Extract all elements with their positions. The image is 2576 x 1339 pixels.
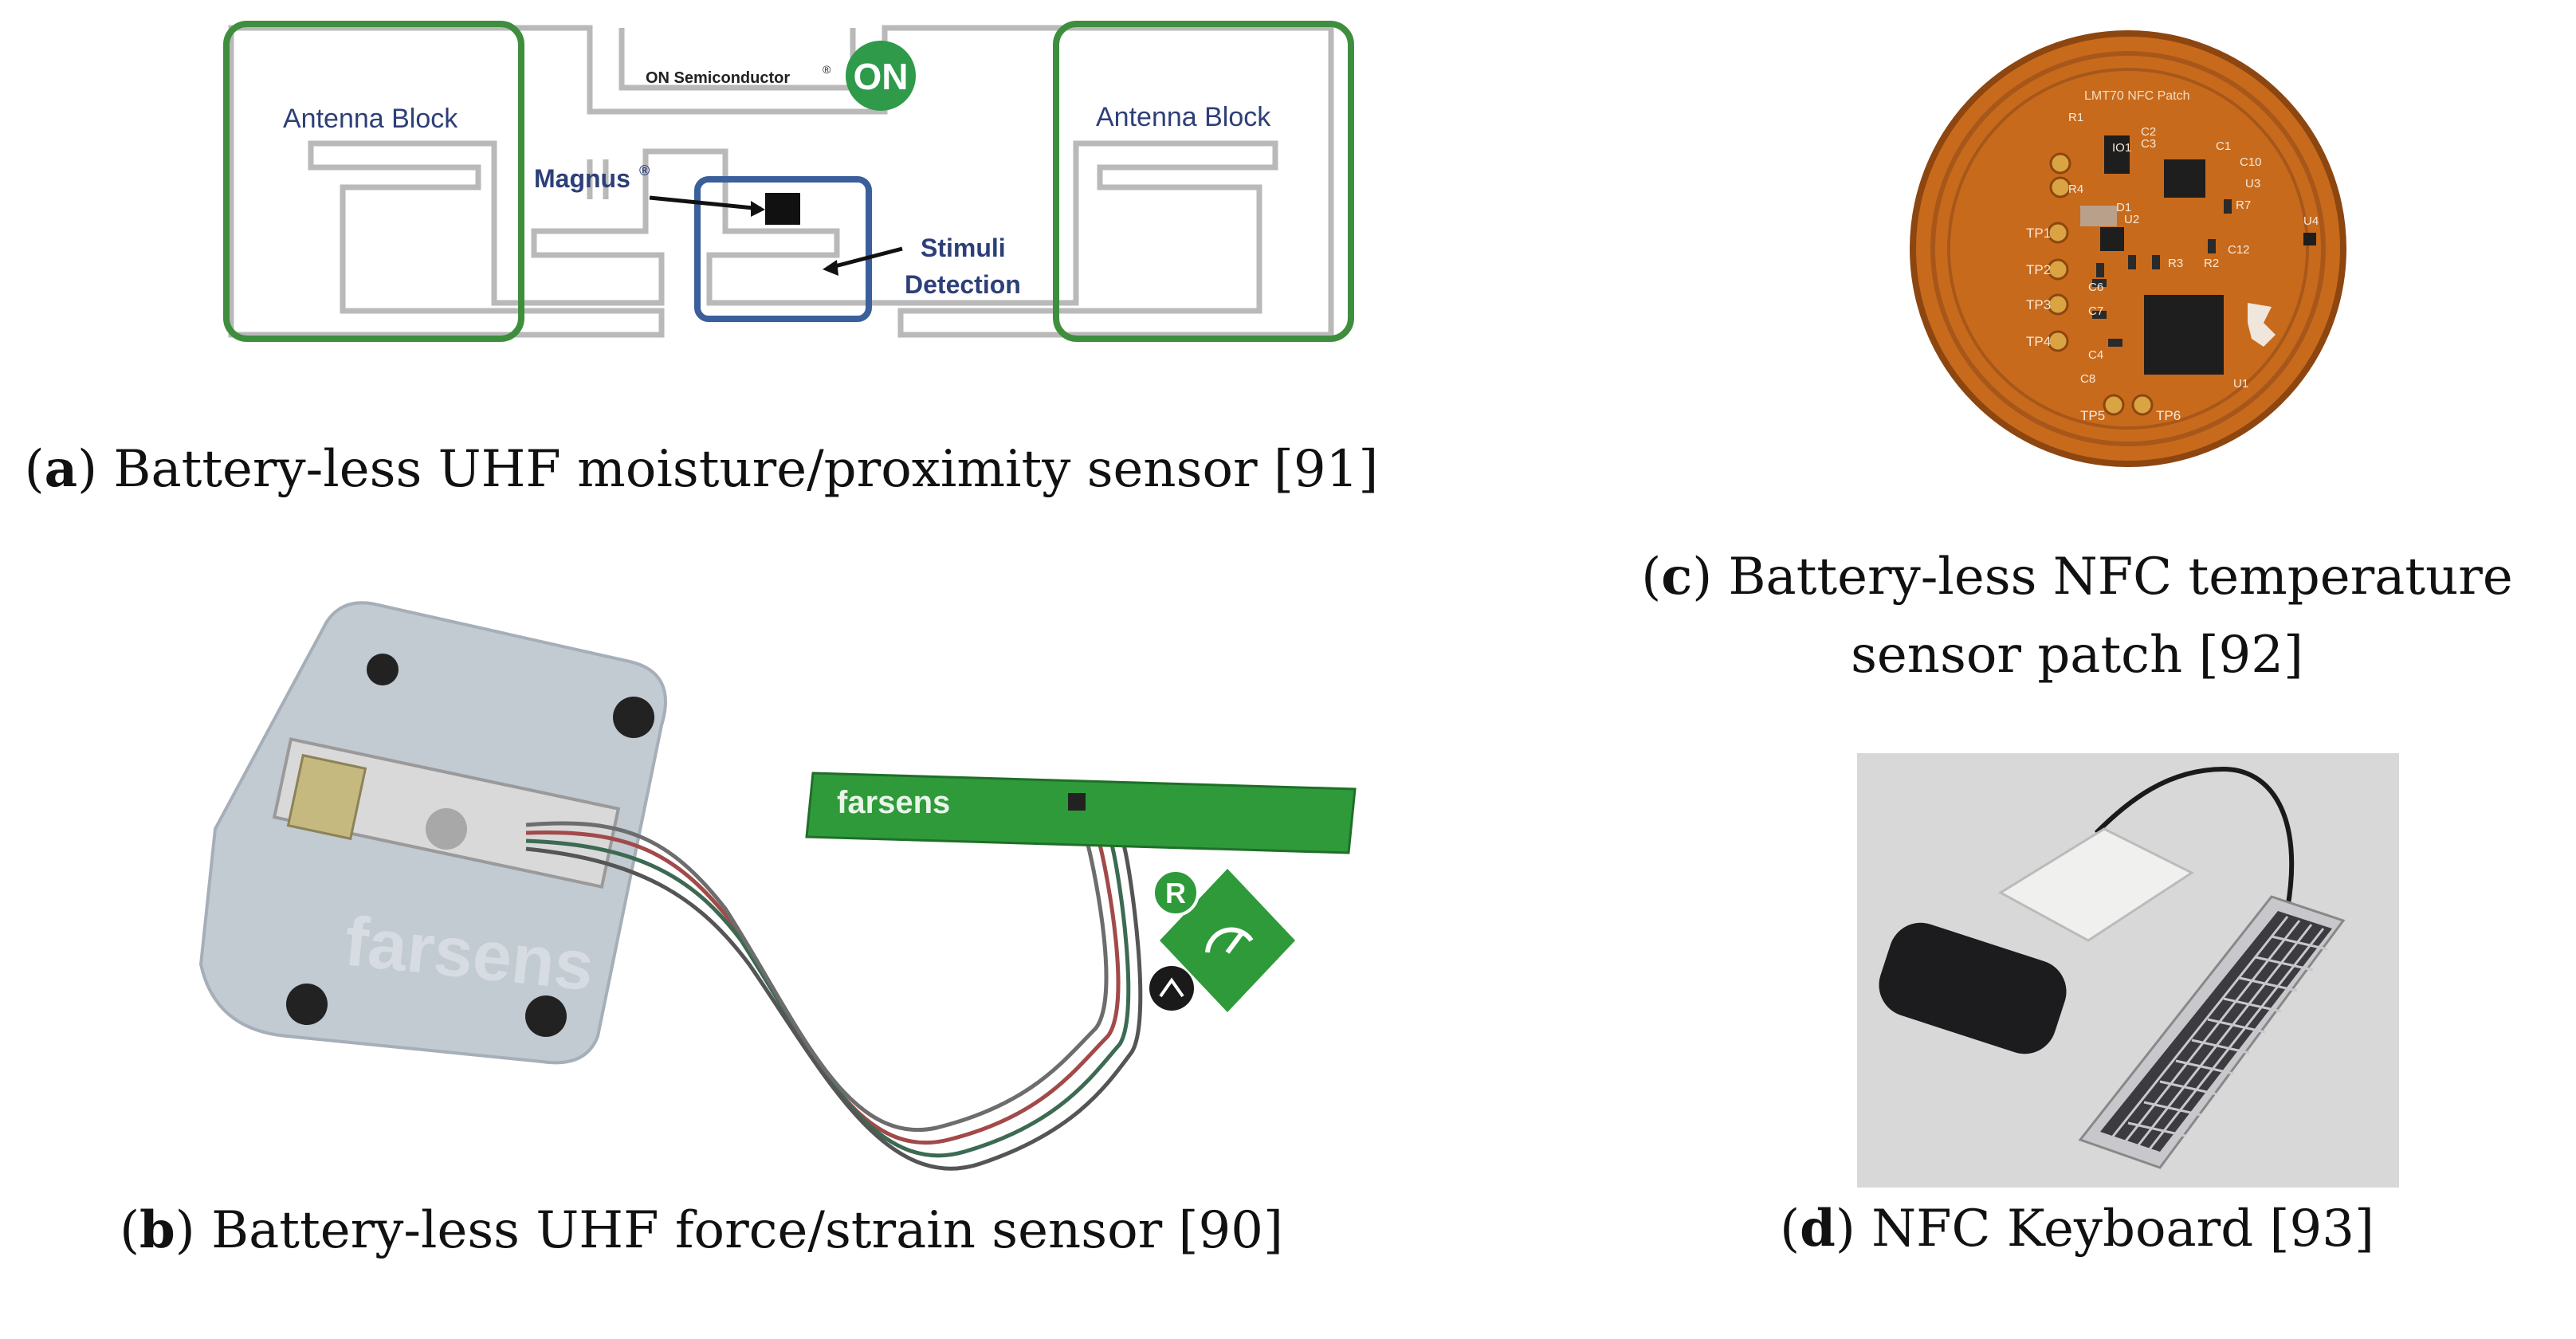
designator-c7: C7 bbox=[2088, 304, 2103, 318]
caption-c-text-line1: Battery-less NFC temperature bbox=[1728, 548, 2513, 607]
caption-d: (d) NFC Keyboard [93] bbox=[1780, 1199, 2374, 1259]
chip-io1 bbox=[2104, 135, 2130, 174]
designator-u1: U1 bbox=[2233, 377, 2248, 391]
on-semiconductor-registered-mark: ® bbox=[823, 63, 831, 76]
caption-c-line1: (c) Battery-less NFC temperature bbox=[1641, 547, 2513, 607]
nfc-patch-pcb bbox=[1913, 33, 2343, 464]
caption-c-line2: sensor patch [92] bbox=[1578, 620, 2576, 690]
tp6-label: TP6 bbox=[2156, 408, 2181, 423]
rubber-foot bbox=[367, 654, 399, 685]
stimuli-detection-box bbox=[694, 176, 872, 322]
logo-r-icon bbox=[1152, 869, 1200, 917]
rubber-foot bbox=[525, 995, 567, 1037]
stimuli-label: Stimuli bbox=[921, 234, 1006, 262]
board-brand-label: farsens bbox=[837, 785, 950, 820]
caption-d-letter: d bbox=[1800, 1199, 1836, 1259]
keyboard-key-grid bbox=[2111, 916, 2328, 1151]
patch-title: LMT70 NFC Patch bbox=[2084, 89, 2189, 103]
caption-b: (b) Battery-less UHF force/strain sensor… bbox=[120, 1200, 1283, 1260]
antenna-block-left-outline bbox=[223, 21, 524, 342]
rubber-foot bbox=[286, 984, 328, 1025]
figure-a-uhf-moisture-sensor-diagram: ON ON Semiconductor ® Antenna Block Ante… bbox=[215, 16, 1355, 359]
designator-c4: C4 bbox=[2088, 348, 2103, 362]
caption-a-text: Battery-less UHF moisture/proximity sens… bbox=[113, 440, 1379, 499]
chip-u1 bbox=[2144, 295, 2224, 375]
designator-c6: C6 bbox=[2088, 281, 2103, 294]
designator-c2: C2 bbox=[2141, 125, 2156, 139]
magnus-chip bbox=[765, 193, 800, 225]
magnus-registered-mark: ® bbox=[639, 163, 650, 179]
designator-r3: R3 bbox=[2168, 257, 2183, 270]
caption-c-letter: c bbox=[1661, 547, 1693, 607]
detection-label: Detection bbox=[905, 270, 1021, 299]
designator-c8: C8 bbox=[2080, 372, 2095, 386]
logo-r-letter: R bbox=[1165, 877, 1186, 909]
designator-d1: D1 bbox=[2116, 201, 2131, 214]
on-semiconductor-label: ON Semiconductor bbox=[646, 69, 790, 87]
rubber-foot bbox=[613, 697, 654, 738]
designator-u3: U3 bbox=[2245, 177, 2260, 190]
designator-c10: C10 bbox=[2240, 155, 2262, 169]
designator-c12: C12 bbox=[2228, 243, 2250, 257]
on-semiconductor-logo bbox=[846, 41, 916, 111]
designator-r7: R7 bbox=[2236, 198, 2251, 212]
caption-a: (a) Battery-less UHF moisture/proximity … bbox=[24, 439, 1379, 499]
caption-b-text: Battery-less UHF force/strain sensor [90… bbox=[211, 1201, 1283, 1260]
designator-u2: U2 bbox=[2124, 213, 2139, 226]
antenna-block-left-label: Antenna Block bbox=[283, 104, 458, 134]
designator-c3: C3 bbox=[2141, 137, 2156, 151]
caption-a-letter: a bbox=[44, 439, 78, 499]
figure-c-nfc-temperature-patch-photo: LMT70 NFC Patch bbox=[1889, 24, 2367, 470]
tp4-label: TP4 bbox=[2026, 334, 2051, 349]
tp1-label: TP1 bbox=[2026, 226, 2051, 241]
panel-d: (d) NFC Keyboard [93] bbox=[1594, 717, 2576, 1339]
caption-b-letter: b bbox=[139, 1200, 175, 1260]
panel-c: LMT70 NFC Patch bbox=[1594, 0, 2576, 701]
smartphone bbox=[1879, 922, 2067, 1054]
caption-c-text-line2: sensor patch [92] bbox=[1851, 626, 2303, 685]
figure-d-nfc-keyboard-photo bbox=[1857, 753, 2399, 1188]
panel-a: ON ON Semiconductor ® Antenna Block Ante… bbox=[0, 0, 1403, 526]
panel-b: farsens farsens bbox=[0, 558, 1403, 1339]
designator-r4: R4 bbox=[2068, 183, 2083, 196]
tp3-label: TP3 bbox=[2026, 297, 2051, 312]
designator-c1: C1 bbox=[2216, 139, 2231, 153]
texas-instruments-logo bbox=[2248, 303, 2276, 347]
tp2-label: TP2 bbox=[2026, 262, 2051, 277]
designator-io1: IO1 bbox=[2112, 141, 2131, 155]
designator-r1: R1 bbox=[2068, 111, 2083, 124]
magnus-label: Magnus bbox=[534, 164, 630, 193]
figure-b-uhf-force-sensor-photo: farsens farsens bbox=[183, 590, 1395, 1259]
antenna-block-right-outline bbox=[1053, 21, 1354, 342]
designator-u4: U4 bbox=[2303, 214, 2319, 228]
designator-r2: R2 bbox=[2204, 257, 2219, 270]
antenna-block-right-label: Antenna Block bbox=[1096, 102, 1271, 132]
farsens-sensor-board bbox=[805, 772, 1357, 854]
sensor-wires bbox=[525, 821, 1143, 1171]
logo-sensor-icon bbox=[1149, 966, 1194, 1011]
nfc-reader-pad bbox=[1998, 827, 2195, 942]
chip-u3 bbox=[2164, 159, 2205, 198]
caption-d-text: NFC Keyboard [93] bbox=[1871, 1200, 2374, 1259]
on-logo-text: ON bbox=[854, 56, 909, 97]
tp5-label: TP5 bbox=[2080, 408, 2105, 423]
